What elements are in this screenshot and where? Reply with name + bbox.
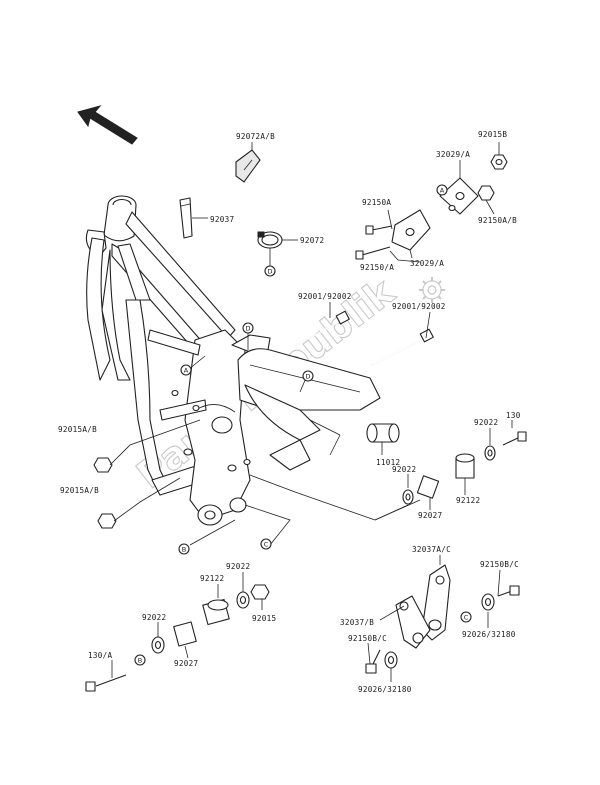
nut-92150a-b [477,185,495,201]
label-92001-92002-left: 92001/92002 [298,292,352,301]
marker-c-2-label: C [464,614,469,622]
label-92022-b1: 92022 [226,562,250,571]
label-92026-32180-r: 92026/32180 [462,630,516,639]
label-92015b: 92015B [478,130,507,139]
marker-d-3: D [264,265,276,277]
washer-92026-r [481,593,495,611]
marker-d-1: D [242,322,254,334]
marker-b-2: B [134,654,146,666]
washer-92022-r1 [484,445,496,461]
label-92022-b2: 92022 [142,613,166,622]
label-92150bc: 92150B/C [480,560,519,569]
leader-lines [109,142,513,682]
label-130: 130 [506,411,521,420]
marker-a-1-label: A [184,367,189,375]
part-labels: 92072A/B 92037 92072 92015B 32029/A 9215… [58,130,521,694]
sleeve-92027-r [416,475,440,499]
label-92022-r1: 92022 [474,418,498,427]
label-92037: 92037 [210,215,234,224]
bracket-32037b [395,595,431,649]
label-92027-r: 92027 [418,511,442,520]
label-130a: 130/A [88,651,112,660]
front-arrow-icon [77,105,138,145]
label-92150bc-2: 92150B/C [348,634,387,643]
label-92027-b: 92027 [174,659,198,668]
nut-92015ab-2 [97,513,117,529]
label-92026-32180-b: 92026/32180 [358,685,412,694]
label-32029a-top: 32029/A [436,150,470,159]
marker-d-2: D [302,370,314,382]
frame [85,195,381,526]
bracket-32029a-upper [439,177,479,215]
long-bolt-right [371,328,434,366]
label-32037b: 32037/B [340,618,374,627]
marker-a-1: A [180,364,192,376]
label-92015-b: 92015 [252,614,276,623]
marker-c-1: C [260,538,272,550]
marker-c-1-label: C [264,541,269,549]
nut-92015-b [250,584,270,600]
bolt-92150a-top [365,225,393,235]
marker-d-3-label: D [267,268,272,276]
nut-92015b [490,154,508,170]
part-92072-clamp [257,231,283,249]
sleeve-92122-b [202,598,230,626]
marker-c-2: C [460,611,472,623]
label-92122-b: 92122 [200,574,224,583]
marker-b-1-label: B [182,546,186,554]
label-92150-a: 92150/A [360,263,394,272]
label-92015ab-1: 92015A/B [58,425,97,434]
collar-11012 [366,423,400,443]
washer-92022-b1 [236,591,250,609]
label-11012: 11012 [376,458,400,467]
sleeve-92122-r [455,453,475,479]
bolt-92150bc-2 [365,649,381,674]
label-92150a-b: 92150A/B [478,216,517,225]
bracket-32029a-lower [391,209,431,251]
label-92015ab-2: 92015A/B [60,486,99,495]
sleeve-92027-b [173,621,197,647]
bolt-92150bc [497,585,520,597]
marker-b-2-label: B [138,657,142,665]
label-92150a-top: 92150A [362,198,391,207]
bolt-130a [85,674,127,692]
label-92072a-b: 92072A/B [236,132,275,141]
part-92037 [179,197,193,239]
label-92001-92002-right: 92001/92002 [392,302,446,311]
long-bolt-left [296,310,350,346]
bolt-130 [502,431,527,446]
bolt-92150-a-low [355,246,391,260]
marker-a-2: A [436,184,448,196]
label-92122-r: 92122 [456,496,480,505]
marker-d-1-label: D [245,325,250,333]
nut-92015ab-1 [93,457,113,473]
bracket-32037ac [421,564,451,641]
washer-92026-b [384,651,398,669]
gear-icon [419,277,445,303]
label-92072: 92072 [300,236,324,245]
label-32029a-low: 32029/A [410,259,444,268]
label-92022-r2: 92022 [392,465,416,474]
marker-b-1: B [178,543,190,555]
washer-92022-r2 [402,489,414,505]
marker-a-2-label: A [440,187,445,195]
marker-d-2-label: D [305,373,310,381]
washer-92022-b2 [151,636,165,654]
label-32037ac: 32037A/C [412,545,451,554]
part-92072b [235,149,261,183]
